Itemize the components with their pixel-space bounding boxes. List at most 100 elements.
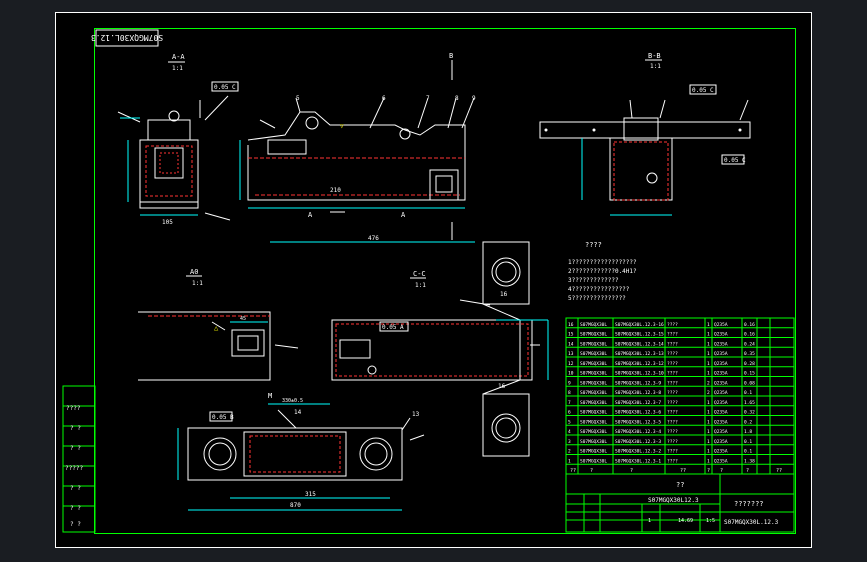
bom-cell-mass: 1.8 xyxy=(744,429,752,435)
bom-header-cell: ?? xyxy=(776,468,782,474)
bom-cell-no: 8 xyxy=(568,390,571,396)
bom-cell-qty: 1 xyxy=(707,410,710,416)
code-stamp: S07MGQX30L.12.3 xyxy=(91,29,163,47)
bom-cell-code: S07MGQX30L xyxy=(580,341,607,347)
tol-box-1: 0.05 C xyxy=(214,84,236,91)
bom-cell-name: S07MGQX30L.12.3-10 xyxy=(615,371,664,377)
svg-text:0.05 C: 0.05 C xyxy=(692,87,714,94)
left-strip: ???? ? ? ? ? ????? ? ? ? ? ? ? xyxy=(62,385,96,533)
bom-cell-no: 1 xyxy=(568,458,571,464)
svg-text:M: M xyxy=(268,392,272,400)
bom-cell-mass: 0.15 xyxy=(744,371,755,377)
bom-cell-desc: ???? xyxy=(667,439,678,445)
bom-header-cell: ? xyxy=(746,468,749,474)
svg-text:315: 315 xyxy=(305,491,316,498)
svg-text:0.05 C: 0.05 C xyxy=(724,157,746,164)
note-3: 3????????????? xyxy=(568,277,619,284)
dim-476: 476 xyxy=(368,235,379,242)
view-cc: C-C 1:1 0.05 A 16 16 xyxy=(331,241,549,457)
bom-cell-mass: 1.38 xyxy=(744,458,755,464)
svg-text:△: △ xyxy=(214,324,219,332)
bom-cell-no: 4 xyxy=(568,429,571,435)
dim-870: 870 xyxy=(290,502,301,509)
bom-header-cell: ? xyxy=(707,468,710,474)
svg-text:A: A xyxy=(401,211,406,219)
bom-cell-mass: 0.1 xyxy=(744,449,752,455)
bom-cell-mat: Q235A xyxy=(714,410,728,416)
bom-cell-desc: ???? xyxy=(667,361,678,367)
bom-cell-mat: Q235A xyxy=(714,322,728,328)
bom-cell-mat: Q235A xyxy=(714,380,728,386)
svg-text:? ?: ? ? xyxy=(70,521,81,528)
project-code: S07MGQX30L12.3 xyxy=(648,497,699,504)
sheet-inner-border xyxy=(94,28,796,534)
svg-text:?????: ????? xyxy=(65,465,83,472)
title-mark: ?? xyxy=(676,481,684,489)
bom-cell-name: S07MGQX30L.12.3-2 xyxy=(615,449,661,455)
svg-text:? ?: ? ? xyxy=(70,425,81,432)
bom-cell-no: 10 xyxy=(568,371,574,377)
bom-cell-mass: 0.16 xyxy=(744,332,755,338)
bom-header-cell: ?? xyxy=(570,468,576,474)
bom-cell-code: S07MGQX30L xyxy=(580,361,607,367)
bom-cell-mass: 0.28 xyxy=(744,361,755,367)
bom-cell-qty: 1 xyxy=(707,449,710,455)
svg-text:0.05 B: 0.05 B xyxy=(212,414,234,421)
bom-cell-mat: Q235A xyxy=(714,341,728,347)
bom-cell-desc: ???? xyxy=(667,449,678,455)
view-front: 476 210 B 5 6 7 8 9 ▽ A A xyxy=(239,52,476,243)
bom-cell-code: S07MGQX30L xyxy=(580,390,607,396)
svg-text:1:1: 1:1 xyxy=(172,65,183,72)
bom-cell-mass: 0.1 xyxy=(744,439,752,445)
bom-cell-no: 6 xyxy=(568,410,571,416)
bom-cell-name: S07MGQX30L.12.3-13 xyxy=(615,351,664,357)
bom-cell-mass: 0.08 xyxy=(744,380,755,386)
bom-cell-mat: Q235A xyxy=(714,332,728,338)
bom-cell-qty: 1 xyxy=(707,332,710,338)
svg-text:? ?: ? ? xyxy=(70,485,81,492)
bom-cell-desc: ???? xyxy=(667,341,678,347)
svg-text:8: 8 xyxy=(455,95,459,102)
bom-cell-mass: 0.35 xyxy=(744,351,755,357)
svg-text:45: 45 xyxy=(240,316,246,322)
bom-cell-code: S07MGQX30L xyxy=(580,419,607,425)
bom-cell-name: S07MGQX30L.12.3-15 xyxy=(615,332,664,338)
bom-cell-desc: ???? xyxy=(667,419,678,425)
bom-cell-mass: 0.1 xyxy=(744,390,752,396)
bom-cell-no: 3 xyxy=(568,439,571,445)
bom-cell-qty: 1 xyxy=(707,458,710,464)
bom-cell-code: S07MGQX30L xyxy=(580,439,607,445)
bom-cell-mass: 0.2 xyxy=(744,419,752,425)
svg-text:16: 16 xyxy=(498,383,506,390)
bom-cell-name: S07MGQX30L.12.3-14 xyxy=(615,341,664,347)
bom-cell-no: 13 xyxy=(568,351,574,357)
bom-cell-code: S07MGQX30L xyxy=(580,449,607,455)
bom-cell-mat: Q235A xyxy=(714,429,728,435)
bom-cell-desc: ???? xyxy=(667,458,678,464)
bom-cell-mass: 1.65 xyxy=(744,400,755,406)
bom-cell-mat: Q235A xyxy=(714,458,728,464)
bom-cell-mat: Q235A xyxy=(714,390,728,396)
bom-cell-code: S07MGQX30L xyxy=(580,400,607,406)
svg-text:1:1: 1:1 xyxy=(650,63,661,70)
bom-header-cell: ? xyxy=(590,468,593,474)
bom-cell-qty: 1 xyxy=(707,322,710,328)
svg-text:210: 210 xyxy=(330,187,341,194)
note-4: 4???????????????? xyxy=(568,286,630,293)
mass: 14.69 xyxy=(678,518,693,524)
bom-cell-mat: Q235A xyxy=(714,449,728,455)
bom-header-cell: ?? xyxy=(680,468,686,474)
note-5: 5??????????????? xyxy=(568,295,626,302)
bom-cell-desc: ???? xyxy=(667,371,678,377)
bom-cell-mat: Q235A xyxy=(714,439,728,445)
note-2: 2????????????0.4H1? xyxy=(568,268,637,275)
sheet: 1 xyxy=(648,518,651,524)
bom-cell-mass: 0.32 xyxy=(744,410,755,416)
svg-text:C-C: C-C xyxy=(413,270,426,278)
svg-text:1:1: 1:1 xyxy=(192,280,203,287)
bom-cell-qty: 1 xyxy=(707,419,710,425)
bom-cell-desc: ???? xyxy=(667,332,678,338)
bom-cell-no: 12 xyxy=(568,361,574,367)
